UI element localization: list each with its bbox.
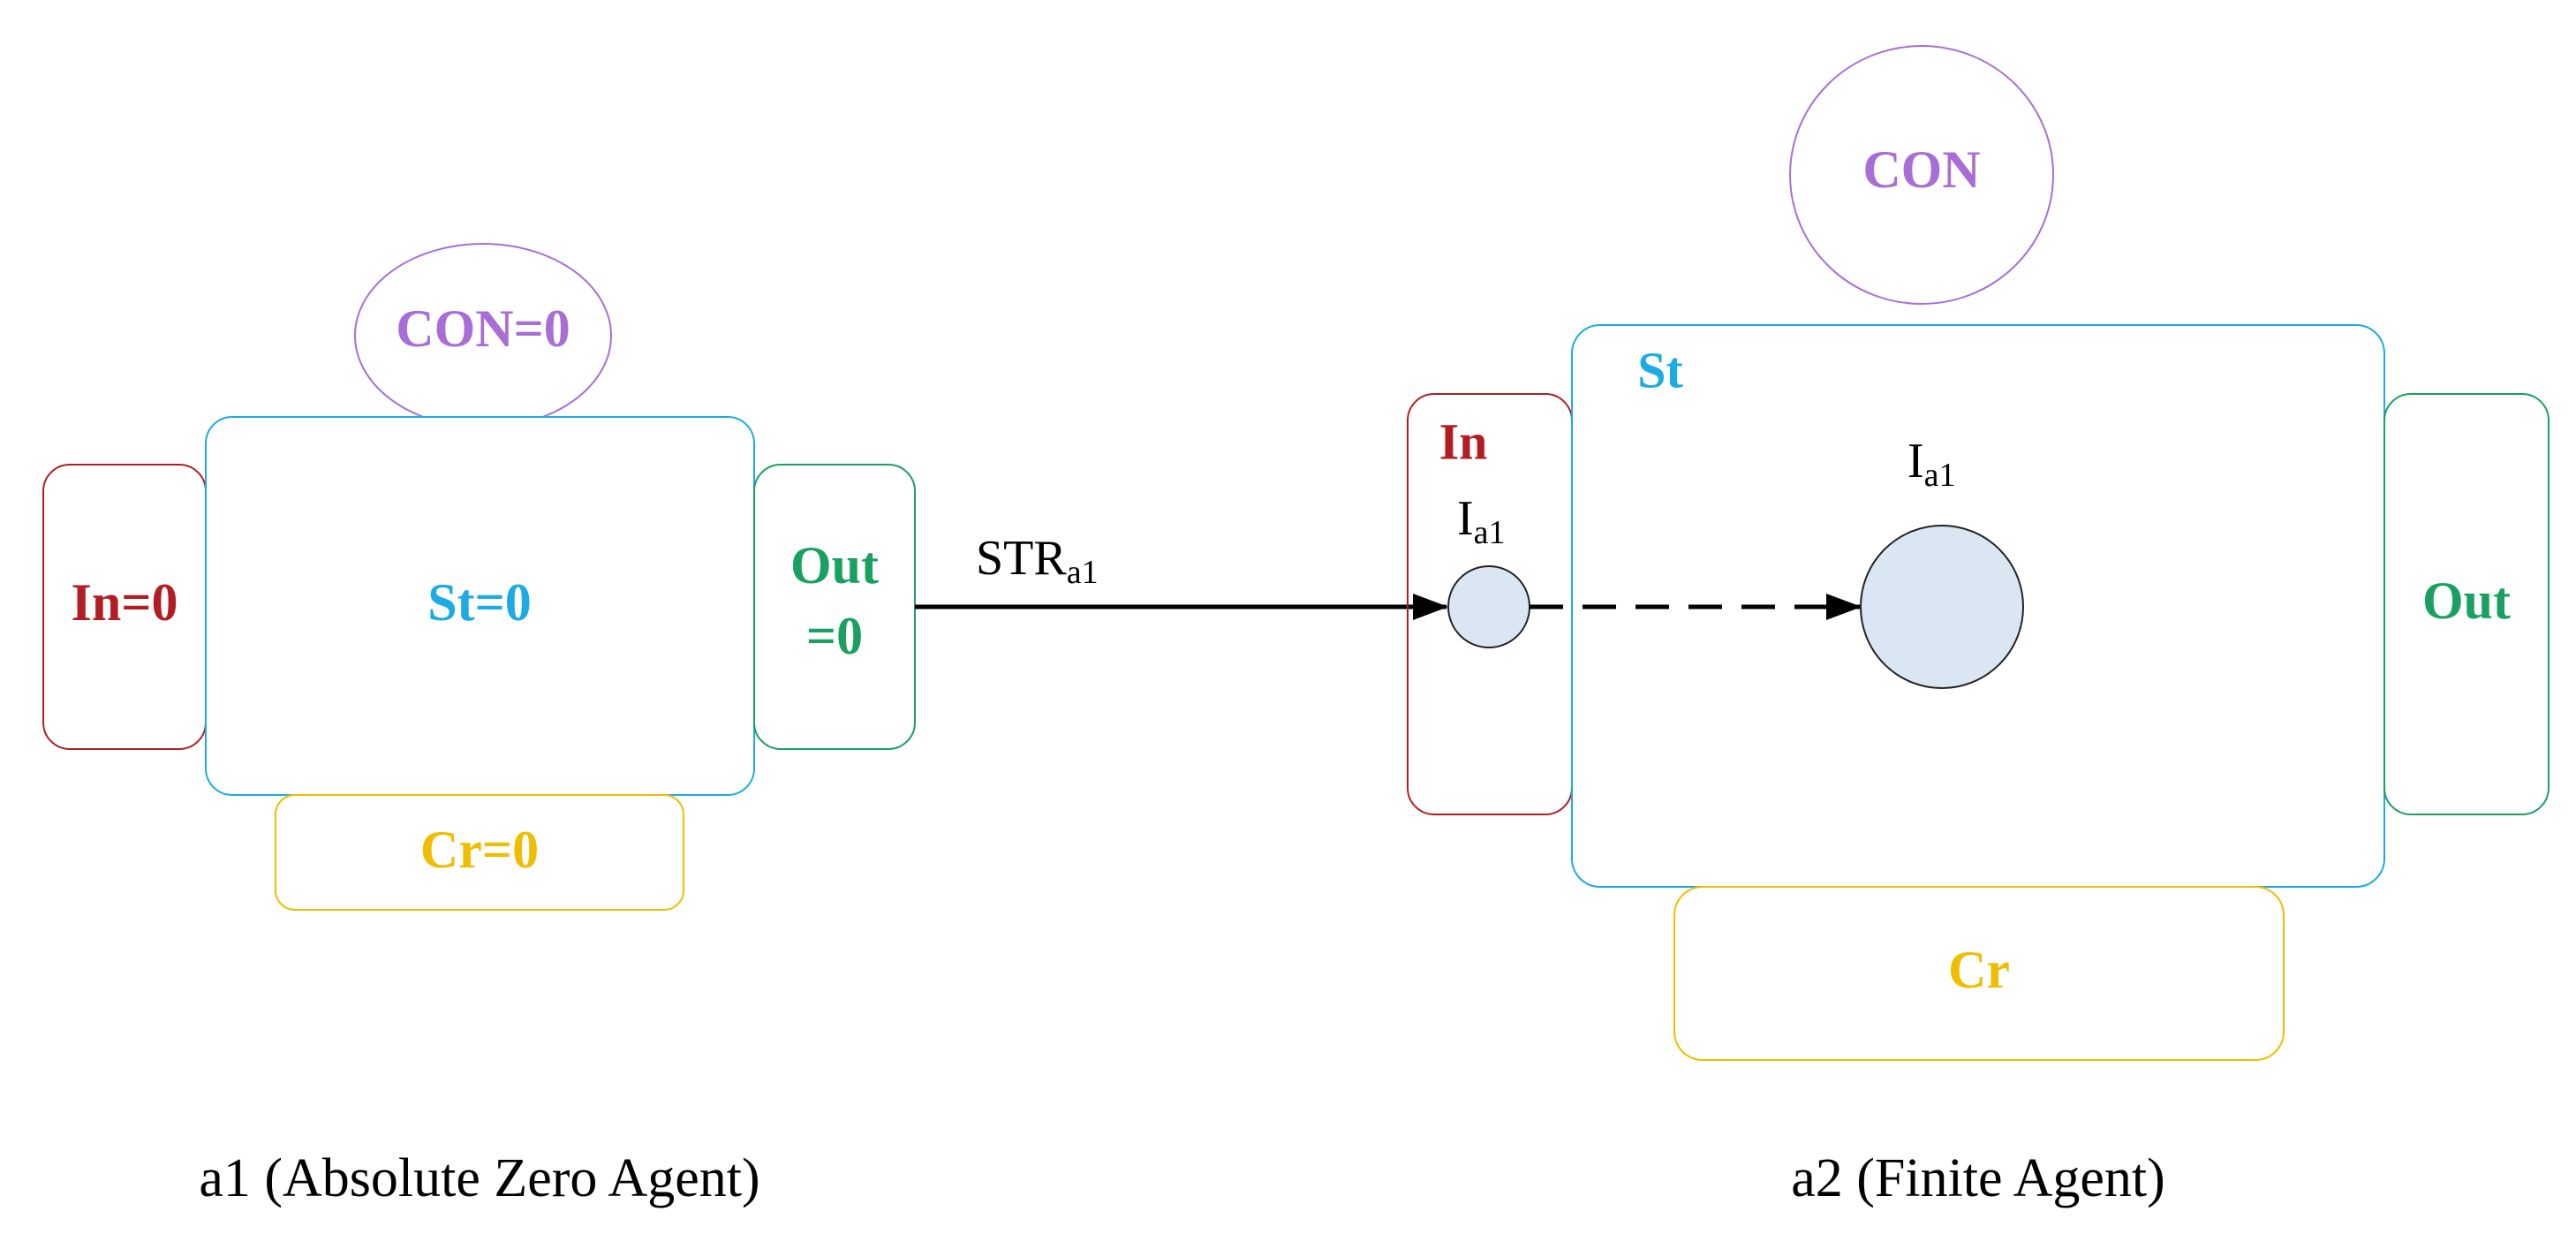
a2-cr-label: Cr	[1948, 941, 2010, 999]
a1-cr-label: Cr=0	[420, 821, 539, 879]
a2-out-label: Out	[2422, 572, 2511, 630]
a2-info-in-label: Ia1	[1457, 491, 1506, 551]
a2-out-box	[2383, 393, 2550, 815]
a1-out-label-line1: Out	[790, 536, 879, 594]
agent-a1: CON=0 In=0 St=0 Out =0 Cr=0 a1 (Absolute…	[42, 243, 916, 1208]
a2-con-ellipse	[1789, 45, 2054, 305]
str-label: STRa1	[976, 531, 1099, 591]
a2-info-state-label: Ia1	[1907, 434, 1956, 494]
a1-cr-box	[275, 794, 684, 911]
a2-info-in-circle	[1447, 565, 1530, 648]
a1-in-label: In=0	[72, 573, 178, 632]
a1-state-label: St=0	[427, 573, 532, 632]
a1-caption: a1 (Absolute Zero Agent)	[199, 1148, 759, 1208]
agent-a2: CON In St Out Cr Ia1 Ia1 a2 (Finite Agen…	[1407, 45, 2550, 1208]
a2-cr-box	[1673, 886, 2285, 1061]
a2-con-label: CON	[1862, 140, 1980, 199]
transfer-arrow: STRa1	[915, 531, 1448, 620]
a2-in-label: In	[1439, 413, 1488, 470]
a2-info-state-circle	[1860, 525, 2024, 689]
a2-state-label: St	[1637, 341, 1683, 398]
a1-con-label: CON=0	[396, 299, 570, 358]
a1-out-label-line2: =0	[806, 607, 863, 665]
a2-caption: a2 (Finite Agent)	[1791, 1148, 2165, 1208]
